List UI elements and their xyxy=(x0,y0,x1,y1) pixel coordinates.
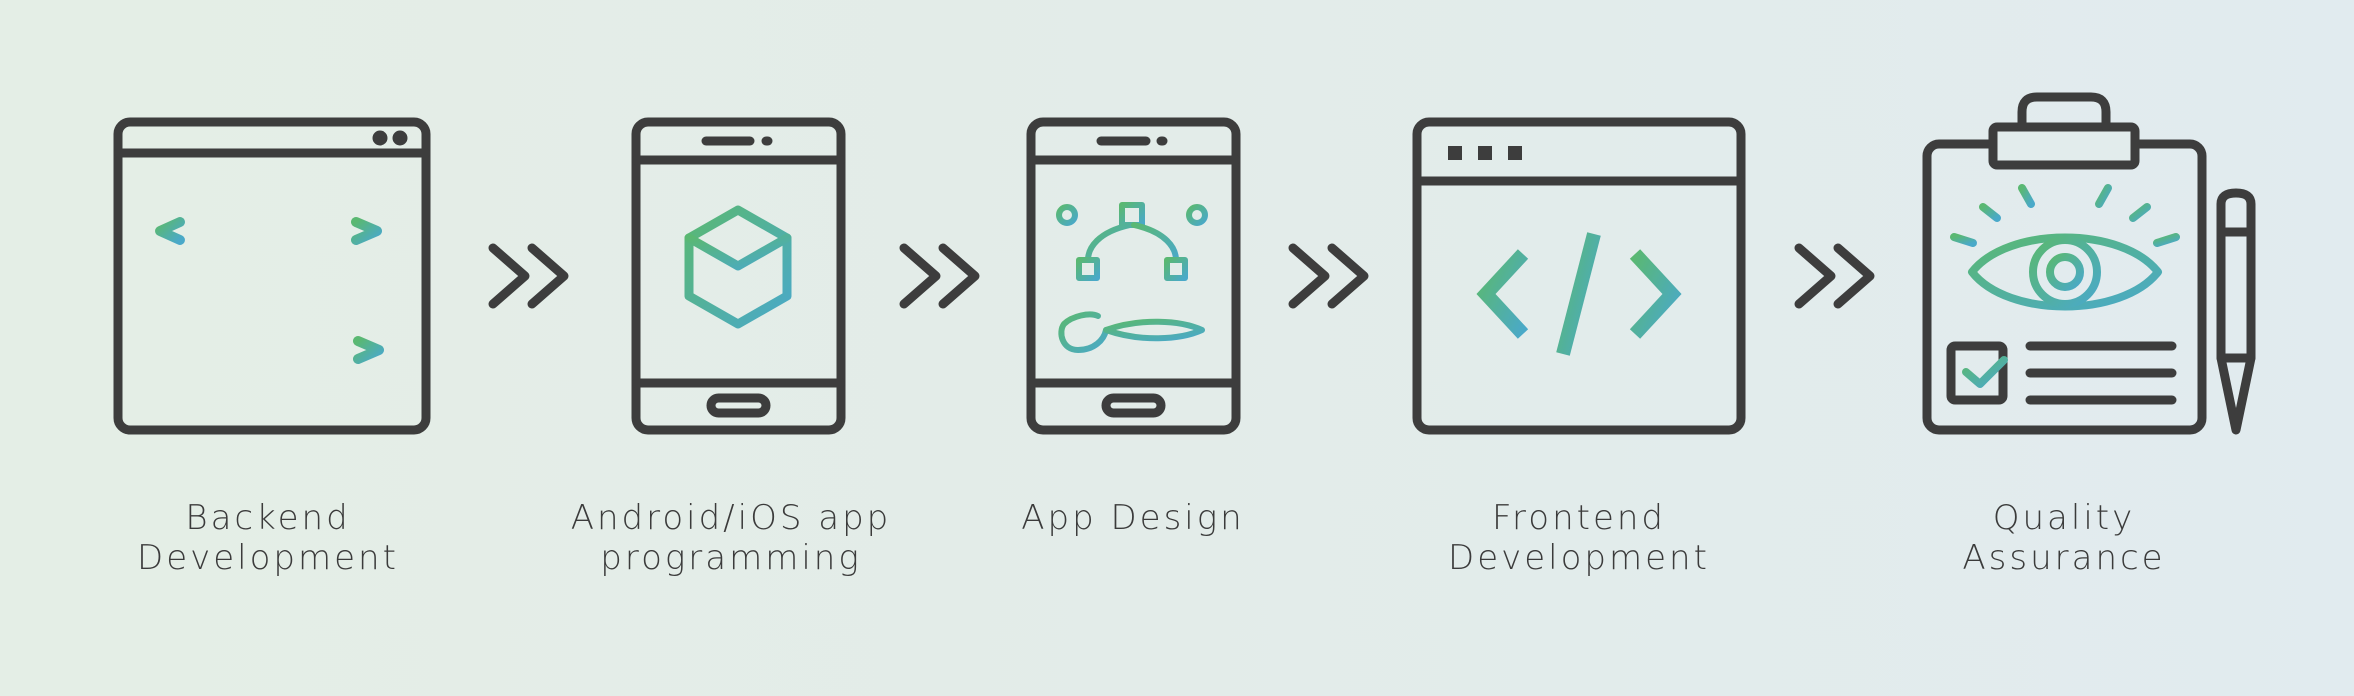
step-label-backend: Backend Development xyxy=(137,498,399,578)
step-label-app-design: App Design xyxy=(1021,498,1245,538)
double-chevron-right-icon xyxy=(899,243,980,309)
phone-cube-icon xyxy=(631,117,846,435)
clipboard-eye-icon xyxy=(1922,92,2256,435)
step-label-frontend: Frontend Development xyxy=(1448,498,1710,578)
step-label-android-ios: Android/iOS app programming xyxy=(570,498,892,578)
double-chevron-right-icon xyxy=(1288,243,1369,309)
double-chevron-right-icon xyxy=(488,243,569,309)
browser-tags-icon xyxy=(1412,117,1746,435)
phone-design-icon xyxy=(1026,117,1241,435)
browser-code-icon xyxy=(113,117,431,435)
double-chevron-right-icon xyxy=(1794,243,1875,309)
step-label-quality-assurance: Quality Assurance xyxy=(1962,498,2166,578)
